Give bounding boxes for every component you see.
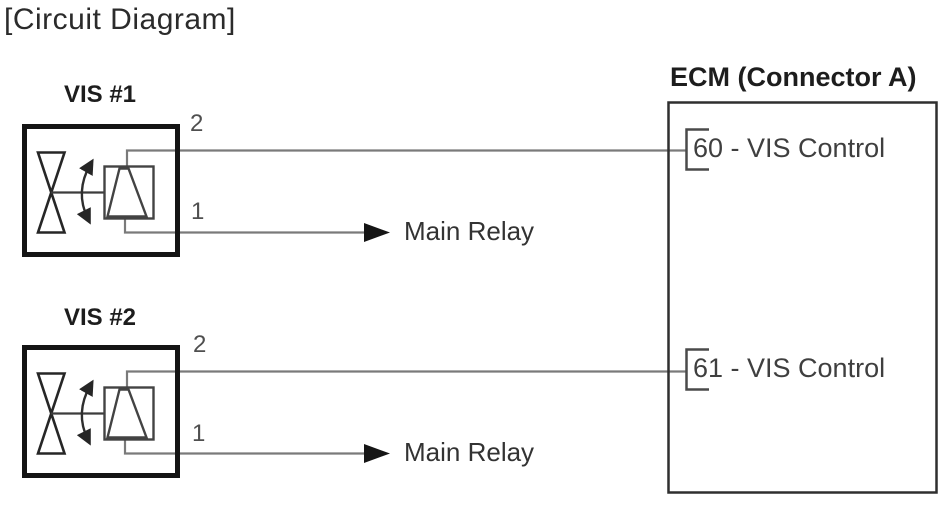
vis2-pin2-number: 2 bbox=[193, 331, 207, 358]
pin-terminal-icon-61 bbox=[685, 348, 709, 391]
vis2-label: VIS #2 bbox=[63, 304, 137, 331]
vis1-main-relay-label: Main Relay bbox=[404, 216, 535, 246]
vis1-label: VIS #1 bbox=[63, 81, 137, 108]
vis1-symbol bbox=[25, 127, 687, 255]
vis1-pin1-number: 1 bbox=[191, 198, 205, 225]
vis2-main-relay-label: Main Relay bbox=[404, 437, 535, 467]
ecm-pin-60-label: 60 - VIS Control bbox=[693, 133, 886, 163]
ecm-title: ECM (Connector A) bbox=[670, 62, 917, 92]
pin-terminal-icon-60 bbox=[685, 128, 709, 171]
vis1-pin2-number: 2 bbox=[190, 110, 204, 137]
ecm-pin-61-label: 61 - VIS Control bbox=[693, 353, 886, 383]
ecm-box bbox=[667, 101, 938, 494]
vis2-symbol bbox=[25, 348, 687, 476]
page-title: [Circuit Diagram] bbox=[4, 3, 236, 36]
vis2-pin1-number: 1 bbox=[192, 420, 206, 447]
